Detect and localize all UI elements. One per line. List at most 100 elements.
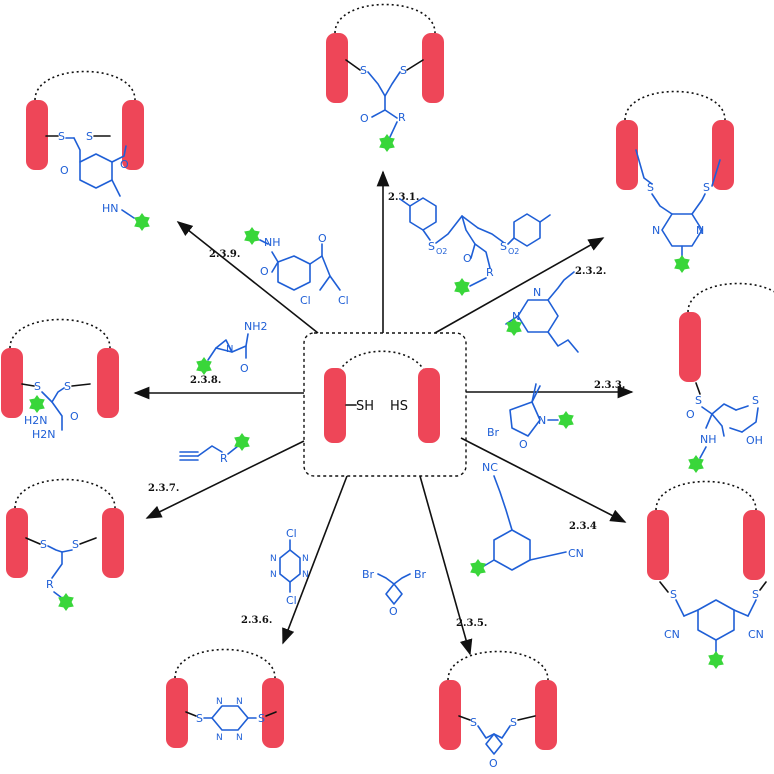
label-2-3-1: 2.3.1. [388,192,419,203]
svg-text:S: S [428,240,435,253]
svg-text:N: N [538,414,546,427]
svg-text:NC: NC [482,461,498,474]
label-2-3-2: 2.3.2. [575,266,606,277]
thiol-left: SH [356,399,374,414]
label-2-3-6: 2.3.6. [241,615,272,626]
product-2-3-2: S N N S [615,90,735,273]
svg-text:R: R [46,578,54,591]
arrow-2-3-4 [460,437,627,523]
product-2-3-5: S S O [438,650,558,770]
svg-text:O: O [318,232,327,245]
svg-text:N: N [216,697,223,707]
svg-text:O: O [463,252,472,265]
svg-text:S: S [86,130,93,143]
svg-text:S: S [196,712,203,725]
arrow-2-3-5 [419,475,473,656]
arrow-2-3-7 [145,440,305,519]
svg-text:O: O [489,757,498,770]
svg-text:S: S [470,716,477,729]
svg-text:S: S [752,394,759,407]
svg-text:S: S [670,588,677,601]
reagent-2-3-3: N O Br [487,383,574,451]
label-2-3-3: 2.3.3. [594,380,625,391]
svg-text:S: S [258,712,265,725]
svg-text:Br: Br [414,568,427,581]
svg-text:N: N [533,286,541,299]
reagent-2-3-9: NH O O Cl Cl [244,227,349,307]
svg-text:Br: Br [487,426,500,439]
label-2-3-9: 2.3.9. [209,249,240,260]
product-2-3-4: S CN S CN [646,480,767,669]
svg-text:Br: Br [362,568,375,581]
svg-text:OH: OH [746,434,763,447]
svg-text:S: S [500,240,507,253]
peptide-right-helix [418,368,440,443]
svg-text:R: R [220,452,228,465]
svg-text:CN: CN [664,628,680,641]
svg-text:NH: NH [700,433,717,446]
svg-text:S: S [72,538,79,551]
svg-text:HN: HN [102,202,119,215]
svg-text:N: N [236,697,243,707]
svg-text:O2: O2 [436,247,447,256]
reagent-2-3-1: S O2 O R S O2 [399,197,551,296]
svg-text:Cl: Cl [286,594,297,607]
svg-text:H2N: H2N [32,428,56,441]
thiol-right: HS [390,399,408,414]
svg-text:N: N [226,344,233,355]
svg-text:S: S [360,64,367,77]
svg-text:O: O [240,362,249,375]
svg-text:O: O [120,158,129,171]
svg-text:Cl: Cl [338,294,349,307]
svg-text:N: N [652,224,660,237]
product-2-3-9: S S O O HN [25,70,150,231]
svg-text:O: O [70,410,79,423]
product-2-3-1: S S O R [325,3,445,152]
reagent-2-3-8: N NH2 O [196,320,268,375]
product-2-3-3: S S OH O NH [678,282,774,473]
svg-text:O: O [360,112,369,125]
product-2-3-6: S N N N N S [165,648,285,749]
svg-text:S: S [695,394,702,407]
svg-text:NH: NH [264,236,281,249]
svg-text:S: S [34,380,41,393]
reagent-2-3-2: N N [505,271,579,353]
label-2-3-7: 2.3.7. [148,483,179,494]
svg-text:S: S [703,181,710,194]
svg-text:H2N: H2N [24,414,48,427]
svg-text:CN: CN [748,628,764,641]
label-2-3-5: 2.3.5. [456,618,487,629]
reagent-2-3-6: Cl N N N N Cl [270,527,309,607]
svg-text:S: S [400,64,407,77]
label-2-3-4: 2.3.4 [569,521,597,532]
product-2-3-7: S S R [5,478,125,611]
svg-text:NH2: NH2 [244,320,268,333]
arrow-2-3-9 [176,221,319,334]
reaction-arrows [133,170,634,656]
svg-text:O2: O2 [508,247,519,256]
svg-text:R: R [398,111,406,124]
svg-text:O: O [60,164,69,177]
svg-text:O: O [389,605,398,618]
svg-text:Cl: Cl [300,294,311,307]
label-2-3-8: 2.3.8. [190,375,221,386]
peptide-left-helix [324,368,346,443]
center-box: SH HS [303,332,467,477]
svg-text:S: S [58,130,65,143]
product-2-3-8: S H2N S O H2N [0,318,120,441]
svg-text:N: N [270,554,277,564]
svg-text:N: N [216,733,223,743]
reagent-2-3-4: NC CN [470,461,584,577]
svg-text:S: S [752,588,759,601]
svg-text:O: O [686,408,695,421]
svg-text:O: O [260,265,269,278]
reagent-2-3-5: Br Br O [362,568,427,618]
svg-text:Cl: Cl [286,527,297,540]
svg-text:O: O [519,438,528,451]
svg-text:S: S [64,380,71,393]
svg-text:N: N [696,224,704,237]
svg-text:N: N [302,554,309,564]
tag-star [379,134,395,152]
arrow-2-3-6 [282,475,348,645]
